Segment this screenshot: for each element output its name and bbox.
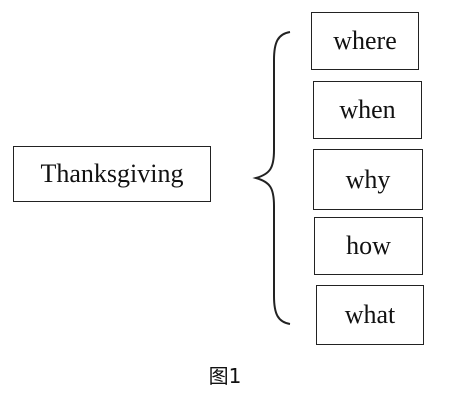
item-label-where: where (333, 26, 397, 55)
curly-brace-icon (252, 31, 291, 325)
topic-label: Thanksgiving (40, 159, 184, 188)
topic-box: Thanksgiving (13, 146, 211, 202)
item-label-why: why (345, 164, 391, 194)
item-box-how: how (314, 217, 423, 275)
item-box-where: where (311, 12, 419, 70)
item-label-when: when (339, 95, 396, 124)
item-box-when: when (313, 81, 422, 139)
item-box-why: why (313, 149, 423, 210)
item-box-what: what (316, 285, 424, 345)
item-label-what: what (344, 300, 396, 329)
item-label-how: how (346, 231, 391, 260)
figure-caption: 图1 (208, 364, 242, 388)
